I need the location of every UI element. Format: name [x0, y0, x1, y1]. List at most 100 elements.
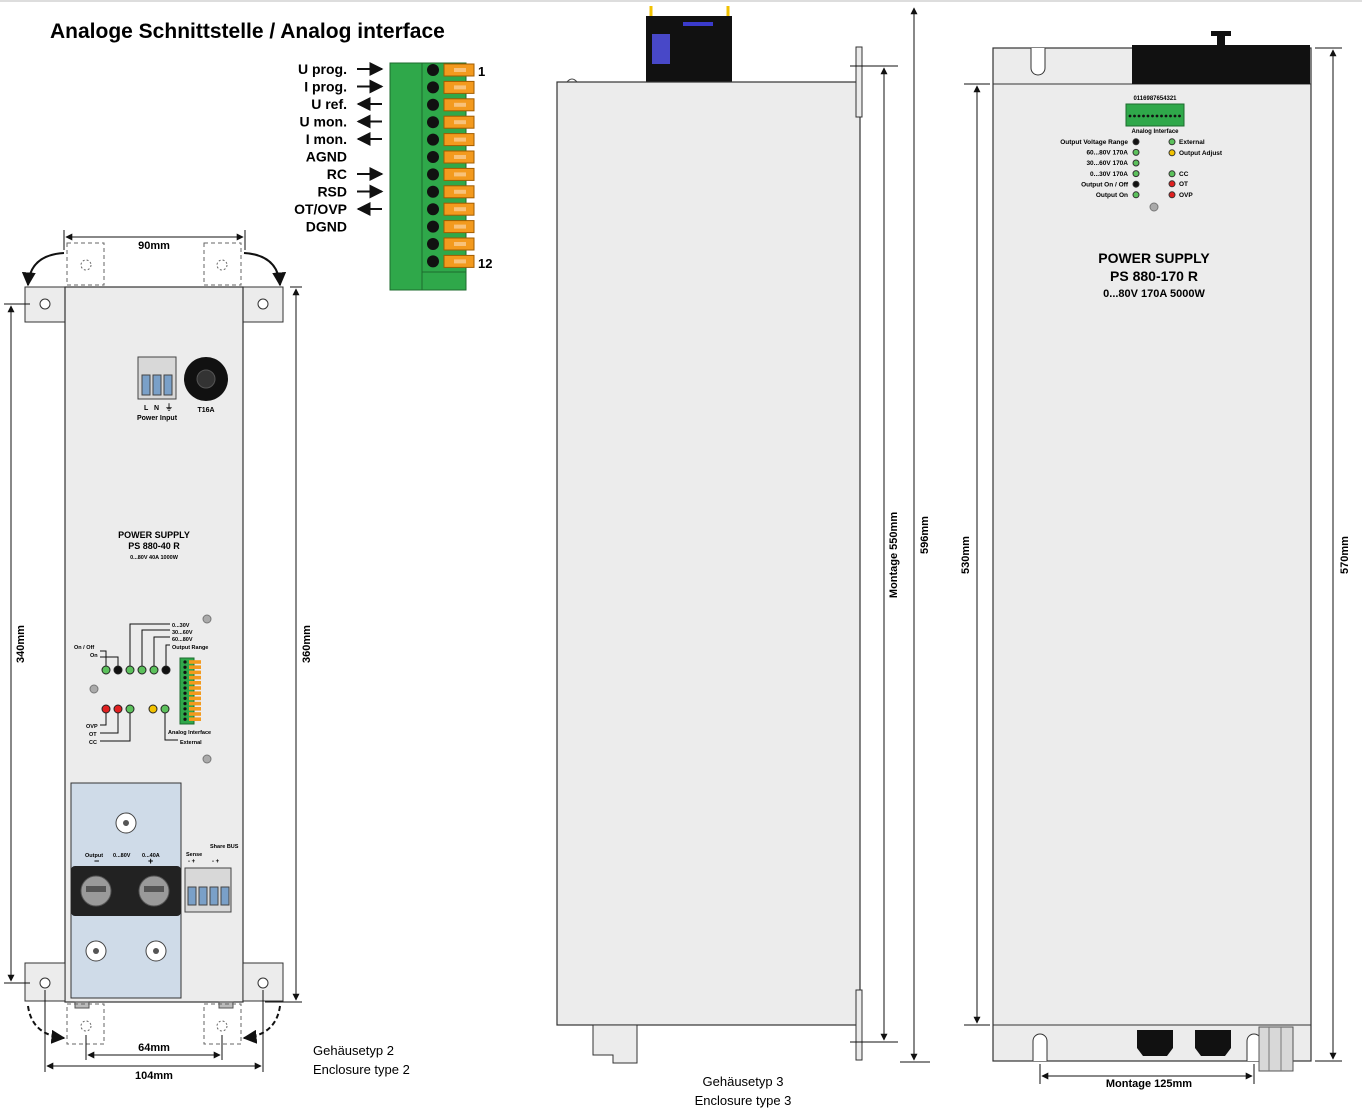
terminal-pin-hole: [427, 116, 439, 129]
side-foot: [592, 1024, 638, 1064]
output-terminal-plus-slot: [144, 886, 164, 892]
mini-pin-lever: [189, 675, 201, 680]
heatsink-bolt-top-center: [123, 820, 129, 826]
power-terminal-n: [152, 374, 162, 396]
rotate-arrow-top-right: [243, 252, 287, 287]
dim-bottom-inner: 64mm: [138, 1042, 170, 1054]
led-external: [160, 704, 170, 714]
label-plus: +: [148, 856, 153, 866]
pin-label: DGND: [306, 219, 347, 235]
pin-label: RSD: [317, 184, 347, 200]
front-left-led: [1132, 138, 1140, 146]
front-top-connector: [1132, 45, 1310, 84]
led-on: [113, 665, 123, 675]
terminal-pin-hole: [427, 203, 439, 216]
front-right-label: External: [1179, 139, 1205, 146]
fuse-cap: [196, 369, 216, 389]
leader-range-1: [129, 623, 170, 666]
front-bottom-terminal-left: [1137, 1030, 1173, 1056]
ps-spec-type2: 0...80V 40A 1000W: [130, 555, 179, 561]
front-mini-pin: [1155, 114, 1159, 118]
mini-pin-hole: [183, 707, 187, 711]
label-output-voltage: 0...80V: [113, 853, 131, 859]
label-ot: OT: [89, 732, 97, 738]
side-connector-strip: [683, 22, 713, 26]
led-cc: [125, 704, 135, 714]
front-left-led: [1132, 180, 1140, 188]
front-mini-pin: [1173, 114, 1177, 118]
dim-total-596: 596mm: [919, 516, 931, 554]
flange-alt-bottom-left: [66, 1003, 105, 1045]
front-left-led: [1132, 170, 1140, 178]
terminal-pin-hole: [427, 151, 439, 163]
mini-pin-lever: [189, 686, 201, 690]
front-left-led: [1132, 159, 1140, 167]
dim-bottom-outer: 104mm: [135, 1070, 173, 1082]
terminal-pin-hole: [427, 238, 439, 250]
enclosure3-side-body: [556, 81, 861, 1026]
ps-model-type3: PS 880-170 R: [1110, 268, 1198, 284]
front-top-post-cap: [1211, 31, 1231, 36]
label-l: L: [144, 405, 149, 412]
analog-pin-list: U prog.I prog.U ref.U mon.I mon.AGNDRCRS…: [294, 61, 384, 235]
mini-pin-lever: [189, 665, 201, 669]
pin-label: U prog.: [298, 61, 347, 77]
hole-top-right: [257, 298, 269, 310]
dim-height-right: 360mm: [301, 625, 313, 663]
mini-pin-lever: [189, 712, 201, 716]
front-mini-pin: [1169, 114, 1172, 118]
front-bottom-slot-left: [1032, 1033, 1048, 1061]
ps-title-type3: POWER SUPPLY: [1098, 250, 1210, 266]
terminal-pins: [427, 63, 475, 268]
front-bottom-bracket: [1258, 1026, 1294, 1072]
flange-alt-top-left: [66, 242, 105, 286]
mini-pin-hole: [183, 665, 187, 669]
enclosure-type-3-front: 0116987654321 Analog Interface Output Vo…: [960, 31, 1351, 1090]
enclosure-type-2: 90mm L N ⏚ Power Input T16A POWER SUPPLY…: [4, 230, 410, 1082]
caption-type3-en: Enclosure type 3: [695, 1093, 792, 1108]
heatsink-bolt-left-center: [93, 948, 99, 954]
front-bottom-terminal-right: [1195, 1030, 1231, 1056]
leader-external: [164, 713, 178, 741]
terminal-lever-highlight: [454, 242, 466, 246]
dim-height-left: 340mm: [15, 625, 27, 663]
label-output-range: Output Range: [172, 645, 208, 651]
label-ovp: OVP: [86, 724, 98, 730]
label-minus: −: [94, 856, 99, 866]
label-fuse: T16A: [197, 407, 214, 414]
share-pin-plus: [220, 886, 230, 906]
hole-top-left: [39, 298, 51, 310]
hole-bottom-left: [39, 977, 51, 989]
pin-label: AGND: [306, 149, 347, 165]
front-terminal-pins: [1128, 114, 1181, 118]
front-right-led: [1168, 170, 1176, 178]
front-mini-pin: [1178, 114, 1181, 118]
front-analog-terminal: [1125, 103, 1185, 127]
rotate-arrow-top-left: [21, 252, 65, 287]
front-mini-pin: [1128, 114, 1132, 118]
foot-right: [218, 1001, 234, 1009]
front-mini-pin: [1137, 114, 1141, 118]
terminal-pin-hole: [427, 220, 439, 233]
pin-label: OT/OVP: [294, 201, 347, 217]
leader-on: [100, 656, 119, 666]
terminal-lever-highlight: [454, 207, 466, 212]
mini-pin-lever: [189, 707, 201, 711]
terminal-lever-highlight: [454, 224, 466, 229]
pin-first-number: 1: [478, 64, 485, 79]
pin-label: U mon.: [300, 114, 347, 130]
front-right-label: OT: [1179, 181, 1188, 188]
label-on: On: [90, 653, 98, 659]
ps-spec-type3: 0...80V 170A 5000W: [1103, 288, 1205, 300]
leader-cc: [100, 713, 131, 742]
label-share-pm: - +: [212, 859, 220, 865]
front-mini-pin: [1133, 114, 1136, 118]
side-top-hook: [566, 78, 578, 83]
pin-label: I mon.: [306, 131, 347, 147]
label-external: External: [180, 740, 202, 746]
terminal-pin-hole: [427, 168, 439, 181]
screw-2: [89, 684, 99, 694]
led-ovp: [101, 704, 111, 714]
terminal-pin-hole: [427, 98, 439, 111]
terminal-lever-highlight: [454, 172, 466, 177]
